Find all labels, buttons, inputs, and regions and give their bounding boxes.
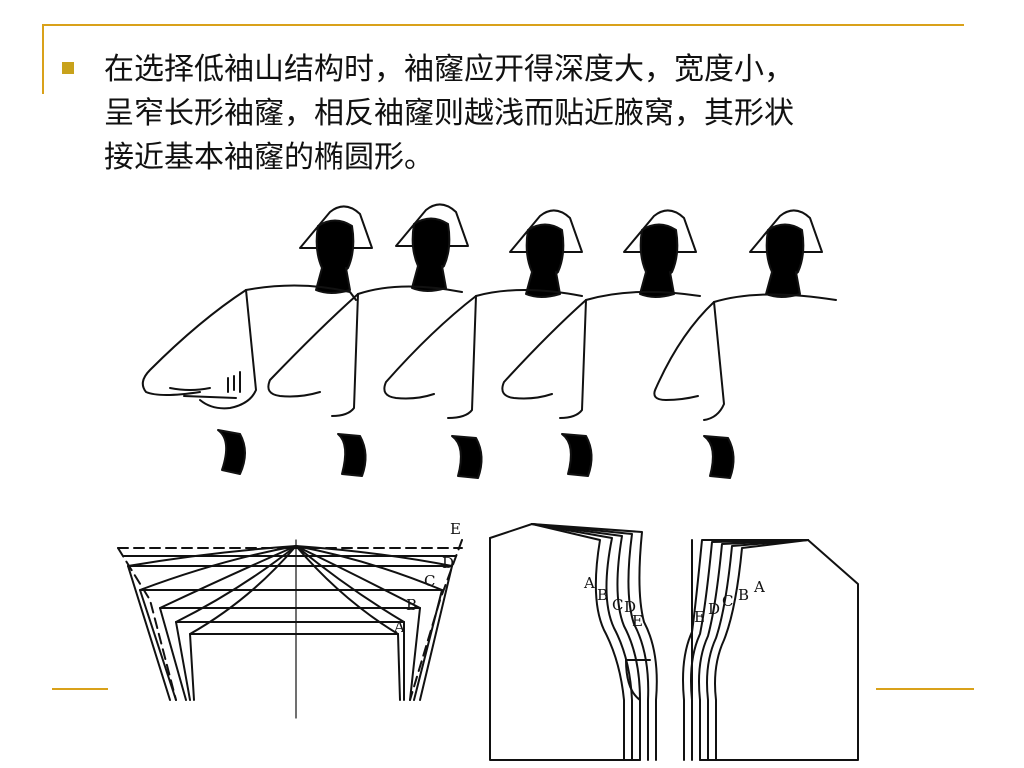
figure-4	[501, 209, 701, 477]
sleeve-label-d: D	[442, 554, 454, 572]
sleeve-draft	[117, 539, 463, 719]
left-accent-line	[42, 24, 44, 94]
sleeve-label-c: C	[424, 572, 435, 590]
figure-5	[653, 209, 837, 479]
front-label-d: D	[624, 598, 636, 616]
sleeve-label-e: E	[450, 520, 461, 538]
front-label-c: C	[612, 596, 623, 614]
bullet-paragraph: 在选择低袖山结构时，袖窿应开得深度大，宽度小， 呈窄长形袖窿，相反袖窿则越浅而贴…	[104, 48, 964, 180]
paragraph-line-3: 接近基本袖窿的椭圆形。	[104, 140, 434, 175]
bottom-left-accent-line	[52, 688, 108, 690]
front-label-a: A	[583, 574, 595, 592]
figure-row	[141, 203, 837, 479]
back-label-b: B	[738, 586, 749, 604]
front-label-e: E	[632, 612, 643, 630]
back-label-d: D	[708, 600, 720, 618]
top-accent-line	[42, 24, 964, 26]
figure-2	[267, 203, 469, 477]
back-label-e: E	[694, 608, 705, 626]
paragraph-line-2: 呈窄长形袖窿，相反袖窿则越浅而贴近腋窝，其形状	[104, 96, 794, 131]
sleeve-label-a: A	[393, 618, 405, 636]
figure-1	[141, 205, 373, 475]
front-label-b: B	[597, 586, 608, 604]
front-bodice-draft	[489, 523, 658, 761]
figure-3	[383, 209, 583, 479]
bottom-right-accent-line	[876, 688, 974, 690]
back-bodice-draft	[682, 539, 859, 761]
back-label-a: A	[753, 578, 765, 596]
back-label-c: C	[722, 592, 733, 610]
sleeve-label-b: B	[406, 596, 417, 614]
bullet-square-icon	[62, 62, 74, 74]
paragraph-line-1: 在选择低袖山结构时，袖窿应开得深度大，宽度小，	[104, 52, 794, 87]
